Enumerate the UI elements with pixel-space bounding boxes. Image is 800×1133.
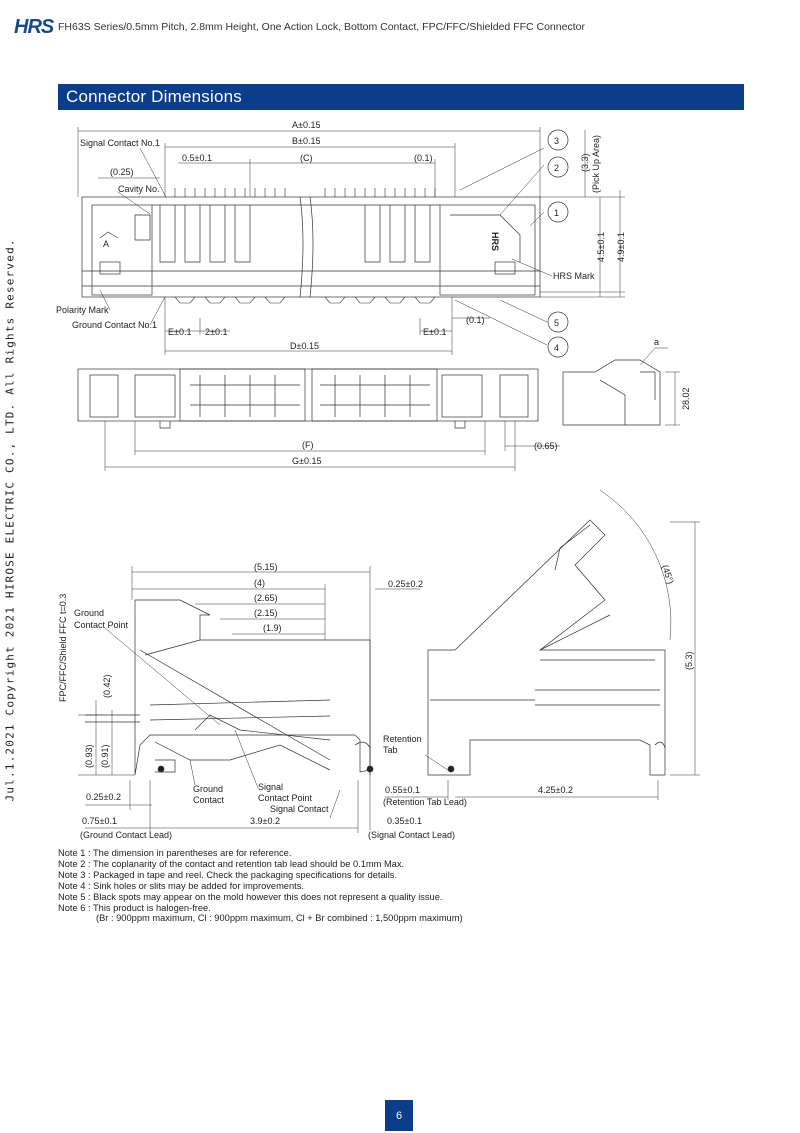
dim-c-right: (0.1) [414,153,433,163]
label-ground-contact-no1: Ground Contact No.1 [72,320,157,330]
hrs-logo: HRS [14,15,54,38]
dim-49: 4.9±0.1 [616,232,626,262]
polarity-letter: A [103,239,109,249]
callout-5-label: 5 [554,318,559,328]
callout-3-label: 3 [554,136,559,146]
label-ground-cp-2: Contact Point [74,620,129,630]
dim-c: (C) [300,153,313,163]
label-ground-contact-2: Contact [193,795,225,805]
label-polarity-mark: Polarity Mark [56,305,109,315]
callout-4 [547,336,569,358]
dim-g: G±0.15 [292,456,321,466]
note-5: Note 5 : Black spots may appear on the m… [58,891,443,902]
dim-035: 0.35±0.1 [387,816,422,826]
dim-f: (F) [302,440,314,450]
dim-4: (4) [254,578,265,588]
dim-g-right: (0.65) [534,441,558,451]
connector-side-view [562,347,680,426]
dim-53: (5.3) [684,651,694,670]
dim-025: (0.25) [110,167,134,177]
note-6: Note 6 : This product is halogen-free. [58,902,211,913]
label-ground-cp-1: Ground [74,608,104,618]
label-signal-lead: (Signal Contact Lead) [368,830,455,840]
dim-side-h: 28.02 [681,387,691,410]
section-closed [85,599,374,776]
section-text: (5.15) (4) (2.65) (2.15) (1.9) 0.25±0.2 … [58,562,694,840]
front-dimension-lines [104,421,560,471]
callout-2 [547,156,569,178]
label-cavity-no: Cavity No. [118,184,160,194]
top-view-text: A±0.15 B±0.15 (C) (0.1) 0.5±0.1 (0.25) S… [56,120,691,466]
dim-45: 4.5±0.1 [596,232,606,262]
note-3: Note 3 : Packaged in tape and reel. Chec… [58,869,398,880]
label-signal-cp-1: Signal [258,782,283,792]
dim-265: (2.65) [254,593,278,603]
section-title: Connector Dimensions [66,87,242,106]
label-retention-2: Tab [383,745,398,755]
top-view-drawing: A±0.15 B±0.15 (C) (0.1) 0.5±0.1 (0.25) S… [56,120,691,471]
dim-091: (0.91) [100,744,110,768]
dim-19: (1.9) [263,623,282,633]
dim-e-right-paren: (0.1) [466,315,485,325]
cross-section-drawing: (5.15) (4) (2.65) (2.15) (1.9) 0.25±0.2 … [58,489,700,840]
dim-025-bottom: 0.25±0.2 [86,792,121,802]
dim-215: (2.15) [254,608,278,618]
top-dimension-lines [77,127,625,355]
dim-39: 3.9±0.2 [250,816,280,826]
dim-side-a: a [654,337,659,347]
label-retention-1: Retention [383,734,422,744]
label-ground-lead: (Ground Contact Lead) [80,830,172,840]
dim-042: (0.42) [102,674,112,698]
page-number: 6 [385,1100,413,1131]
notes-block: Note 1 : The dimension in parentheses ar… [58,848,463,924]
label-fpc-t: FPC/FFC/Shield FFC t=0.3 [58,594,68,702]
callout-5 [547,311,569,333]
dim-2: 2±0.1 [205,327,227,337]
dim-pick: (3.3) [580,153,590,172]
callout-1-label: 1 [554,208,559,218]
note-4: Note 4 : Sink holes or slits may be adde… [58,880,304,891]
top-leaders [99,147,553,346]
callout-1 [547,201,569,223]
dim-angle: (45°) [660,564,676,586]
header-logo: HRS [14,15,54,38]
dim-425: 4.25±0.2 [538,785,573,795]
dim-pick-area: (Pick Up Area) [591,135,601,193]
section-open-dims [385,489,700,800]
dim-515: (5.15) [254,562,278,572]
label-hrs-mark: HRS Mark [553,271,595,281]
dim-093: (0.93) [84,744,94,768]
connector-front-view [77,368,539,429]
dim-e-left: E±0.1 [168,327,191,337]
dim-e-right: E±0.1 [423,327,446,337]
connector-top-view [81,196,541,298]
callout-2-label: 2 [554,163,559,173]
section-banner: Connector Dimensions [58,84,744,110]
hrs-stamp: HRS [490,232,500,251]
label-ground-contact-1: Ground [193,784,223,794]
section-open [427,519,666,776]
dim-025-top: 0.25±0.2 [388,579,423,589]
section-closed-dims [78,566,420,833]
note-2: Note 2 : The coplanarity of the contact … [58,858,405,869]
note-6-detail: (Br : 900ppm maximum, Cl : 900ppm maximu… [96,913,463,924]
document-title: FH63S Series/0.5mm Pitch, 2.8mm Height, … [58,21,585,33]
note-1: Note 1 : The dimension in parentheses ar… [58,848,292,858]
label-signal-contact: Signal Contact [270,804,329,814]
callout-4-label: 4 [554,343,559,353]
dim-pitch: 0.5±0.1 [182,153,212,163]
label-retention-lead: (Retention Tab Lead) [383,797,467,807]
dim-b: B±0.15 [292,136,320,146]
dim-075: 0.75±0.1 [82,816,117,826]
dim-d: D±0.15 [290,341,319,351]
label-signal-cp-2: Contact Point [258,793,313,803]
callout-3 [547,129,569,151]
callout-circles [547,129,569,358]
dim-055: 0.55±0.1 [385,785,420,795]
dim-a: A±0.15 [292,120,320,130]
label-signal-contact-no1: Signal Contact No.1 [80,138,160,148]
